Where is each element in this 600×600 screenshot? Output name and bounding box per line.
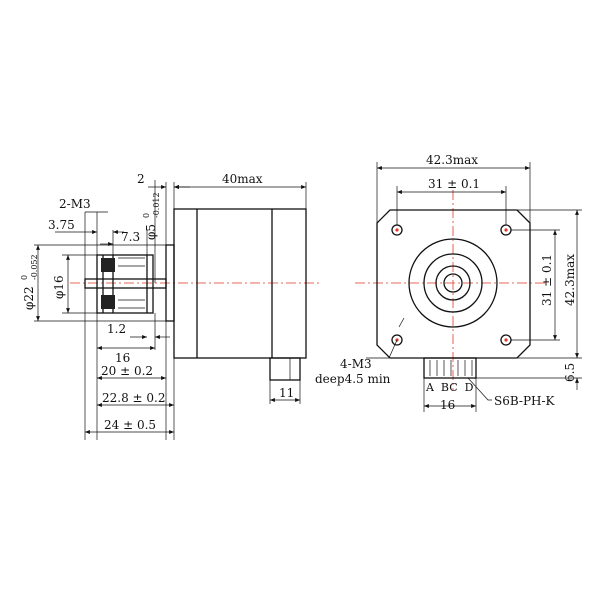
label-6-5-text: 6.5	[563, 363, 577, 382]
label-40max: 40max	[222, 172, 263, 186]
label-42-3-top: 42.3max	[426, 153, 478, 167]
label-connector: S6B-PH-K	[494, 394, 556, 408]
boss-dia-tol-lower: -0.052	[30, 254, 39, 280]
boss-dia-tol-upper: 0	[20, 275, 29, 280]
front-dimension-lines	[366, 166, 579, 408]
motor-body	[173, 208, 307, 359]
side-extension-lines	[34, 180, 307, 440]
shaft-dia-tol-upper: 0	[142, 213, 151, 218]
label-31-right: 31 ± 0.1	[540, 254, 554, 306]
label-16: 16	[115, 351, 130, 365]
shaft-end-inner	[443, 273, 463, 293]
boss-outer	[408, 238, 498, 328]
label-3-75: 3.75	[48, 218, 75, 232]
label-42-3-right: 42.3max	[563, 254, 577, 306]
pulley-dia-text: φ16	[52, 275, 66, 299]
shaft-dia-text: φ5	[144, 224, 158, 240]
pulley-teeth	[118, 257, 145, 309]
mount-hole-tl	[391, 224, 403, 236]
pulley	[96, 254, 154, 314]
front-connector	[423, 357, 477, 379]
label-shaft-dia: φ5 0 -0.012	[142, 192, 161, 240]
label-24: 24 ± 0.5	[104, 418, 156, 432]
label-22-8: 22.8 ± 0.2	[102, 391, 166, 405]
label-6-5: 6.5	[563, 363, 577, 382]
connector-pins	[429, 360, 473, 376]
label-pins: A BC D	[425, 381, 474, 394]
label-11: 11	[279, 386, 294, 400]
shaft	[84, 278, 167, 289]
shaft-end-outer	[435, 265, 471, 301]
label-31-top: 31 ± 0.1	[428, 177, 480, 191]
boss-dia-text: φ22	[22, 286, 36, 310]
boss-inner	[423, 253, 483, 313]
side-dimension-lines	[36, 185, 306, 434]
mount-hole-br	[500, 334, 512, 346]
shaft-dia-tol-lower: -0.012	[152, 192, 161, 218]
label-pulley-dia: φ16	[52, 275, 66, 299]
label-42-3-right-text: 42.3max	[563, 254, 577, 306]
front-view: 42.3max 31 ± 0.1 31 ± 0.1 42.3max 6.5 4-…	[315, 153, 582, 412]
set-screw-top	[101, 258, 115, 272]
label-2m3: 2-M3	[59, 197, 91, 211]
set-screw-bottom	[101, 295, 115, 309]
label-boss-dia: φ22 0 -0.052	[20, 254, 39, 310]
label-20: 20 ± 0.2	[101, 364, 153, 378]
mount-hole-tr	[500, 224, 512, 236]
label-1-2: 1.2	[107, 322, 126, 336]
front-extension-lines	[376, 162, 582, 412]
label-deep: deep4.5 min	[315, 372, 391, 386]
label-16-front: 16	[440, 398, 455, 412]
label-31-right-text: 31 ± 0.1	[540, 254, 554, 306]
side-view: 2 40max 2-M3 3.75 7.3 φ5 0 -0.012 φ22 0 …	[20, 172, 320, 440]
side-connector	[269, 357, 301, 381]
label-7-3: 7.3	[121, 230, 140, 244]
label-2: 2	[137, 172, 145, 186]
label-4-m3: 4-M3	[340, 357, 372, 371]
